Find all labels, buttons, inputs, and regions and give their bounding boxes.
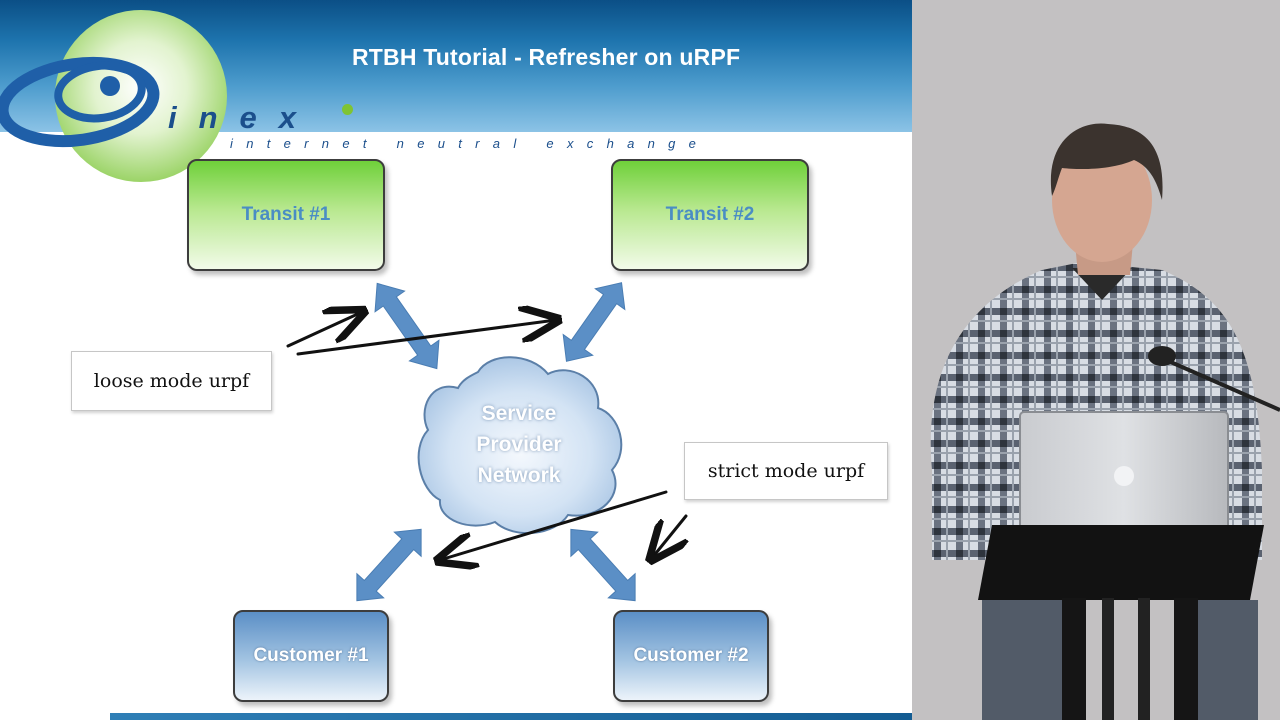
loose-arrow-short: [286, 312, 362, 348]
double-arrow-customer2: [570, 528, 636, 602]
double-arrow-transit2: [562, 282, 626, 362]
service-provider-cloud: [417, 356, 623, 535]
presentation-slide: inex internet neutral exchange RTBH Tuto…: [0, 0, 912, 720]
customer-1-box: Customer #1: [233, 610, 389, 702]
podium: [978, 525, 1264, 600]
strict-mode-callout: strict mode urpf: [684, 442, 888, 500]
inex-logo-icon: [0, 10, 227, 182]
microphone-icon: [1148, 346, 1176, 366]
speaker-hair: [1050, 123, 1163, 200]
transit-1-box: Transit #1: [187, 159, 385, 271]
cloud-label-line: Network: [477, 464, 561, 487]
speaker-video-panel: [912, 0, 1280, 720]
speaker-head: [1052, 138, 1152, 262]
double-arrow-transit1: [374, 282, 440, 370]
logo-wordmark: inex: [168, 100, 319, 135]
customer-2-box: Customer #2: [613, 610, 769, 702]
cloud-label: Service Provider Network: [432, 398, 606, 491]
loose-mode-callout: loose mode urpf: [71, 351, 272, 411]
slide-bottom-bar: [110, 713, 912, 720]
cloud-label-line: Provider: [476, 433, 562, 456]
strict-arrow-long: [440, 490, 668, 560]
speaker-scene: [912, 0, 1280, 720]
apple-logo-icon: [1114, 466, 1134, 486]
slide-title: RTBH Tutorial - Refresher on uRPF: [352, 44, 741, 70]
diagram-graphics: [286, 282, 912, 602]
logo-dot: [342, 104, 353, 115]
double-arrow-customer1: [356, 528, 422, 602]
loose-arrow-long: [296, 320, 556, 356]
strict-arrow-short: [652, 514, 686, 558]
cloud-label-line: Service: [481, 402, 557, 425]
logo-tagline: internet neutral exchange: [230, 136, 710, 151]
transit-2-box: Transit #2: [611, 159, 809, 271]
